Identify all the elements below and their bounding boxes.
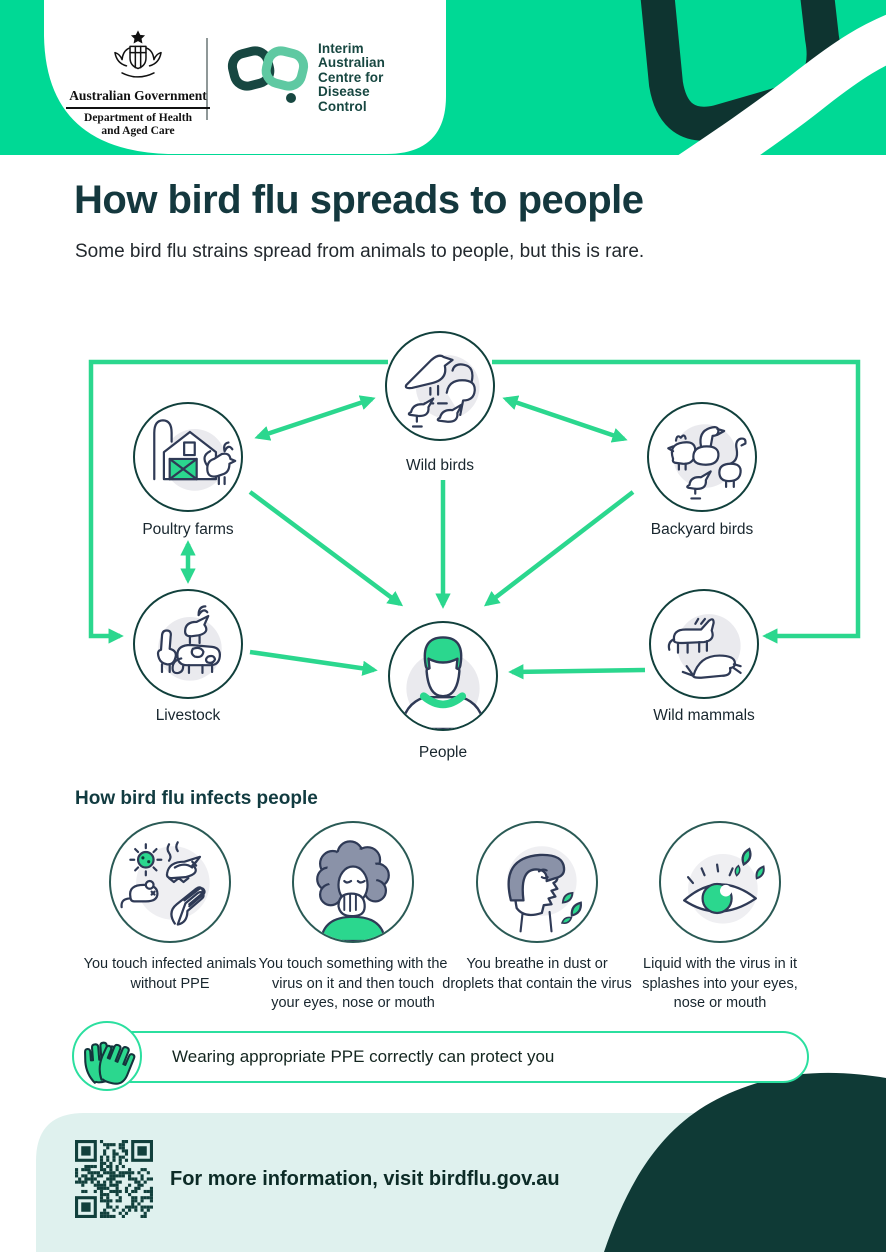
ppe-banner-text: Wearing appropriate PPE correctly can pr… xyxy=(172,1047,555,1066)
livestock-icon xyxy=(156,605,222,681)
infection-item-2-circle xyxy=(292,821,414,943)
backyard-birds-icon xyxy=(667,424,747,500)
touch-infected-animals-icon xyxy=(120,841,210,926)
node-label-backyard-birds: Backyard birds xyxy=(650,521,754,538)
australian-government-logo: Australian Government Department of Heal… xyxy=(58,28,218,139)
gov-logo-line1: Australian Government xyxy=(69,88,207,103)
ppe-icon-circle xyxy=(72,1021,142,1091)
infection-item-1-caption: You touch infected animals without PPE xyxy=(83,956,257,992)
infection-item-4-circle xyxy=(659,821,781,943)
coat-of-arms-icon xyxy=(114,30,162,78)
infection-item-1-circle xyxy=(109,821,231,943)
infection-section-heading: How bird flu infects people xyxy=(75,788,318,809)
node-label-wild-mammals: Wild mammals xyxy=(653,707,755,724)
breathe-droplets-icon xyxy=(507,846,582,933)
arrow-wildbirds-to-livestock xyxy=(88,359,388,644)
gov-logo-line2: Department of Health and Aged Care xyxy=(84,111,192,138)
node-wild-mammals xyxy=(649,589,759,699)
cdc-logo-name: Interim Australian Centre for Disease Co… xyxy=(318,41,386,114)
gloves-icon xyxy=(80,1038,138,1088)
diagram-arrows xyxy=(88,359,861,680)
touch-face-icon xyxy=(316,840,390,941)
node-label-livestock: Livestock xyxy=(155,707,221,724)
eye-splash-icon xyxy=(683,847,765,924)
node-poultry-farms xyxy=(133,402,243,512)
arrow-wildbirds-backyard xyxy=(502,395,628,443)
arrow-wildmammals-to-people xyxy=(508,664,646,680)
arrow-poultry-to-people xyxy=(248,490,404,607)
node-backyard-birds xyxy=(647,402,757,512)
arrow-wildbirds-to-wildmammals xyxy=(492,359,861,644)
arrow-livestock-to-people xyxy=(249,649,378,676)
poultry-farms-icon xyxy=(153,419,237,491)
qr-code xyxy=(75,1140,153,1218)
arrow-backyard-to-people xyxy=(483,490,635,607)
cdc-logo-icon xyxy=(227,46,309,103)
gov-logo-rule xyxy=(66,107,210,109)
page-title: How bird flu spreads to people xyxy=(74,178,644,222)
ppe-banner xyxy=(75,1031,809,1083)
node-livestock xyxy=(133,589,243,699)
node-wild-birds xyxy=(385,331,495,441)
infection-item-4-caption: Liquid with the virus in it splashes int… xyxy=(642,956,798,1012)
footer-text: For more information, visit birdflu.gov.… xyxy=(170,1168,560,1190)
infection-item-3-caption: You breathe in dust or droplets that con… xyxy=(442,956,632,992)
node-label-poultry-farms: Poultry farms xyxy=(142,521,234,538)
page-subtitle: Some bird flu strains spread from animal… xyxy=(75,241,645,262)
white-ribbon-motif xyxy=(603,14,886,241)
wild-birds-icon xyxy=(404,354,480,428)
node-label-wild-birds: Wild birds xyxy=(405,457,475,474)
wild-mammals-icon xyxy=(667,614,742,679)
people-icon xyxy=(400,636,486,729)
footer-blob xyxy=(604,1072,886,1252)
node-people xyxy=(388,621,498,731)
infection-item-2-caption: You touch something with the virus on it… xyxy=(258,956,448,1012)
logo-card xyxy=(44,0,446,154)
arrow-poultry-wildbirds xyxy=(254,395,376,441)
infection-item-3-circle xyxy=(476,821,598,943)
node-label-people: People xyxy=(418,744,468,761)
